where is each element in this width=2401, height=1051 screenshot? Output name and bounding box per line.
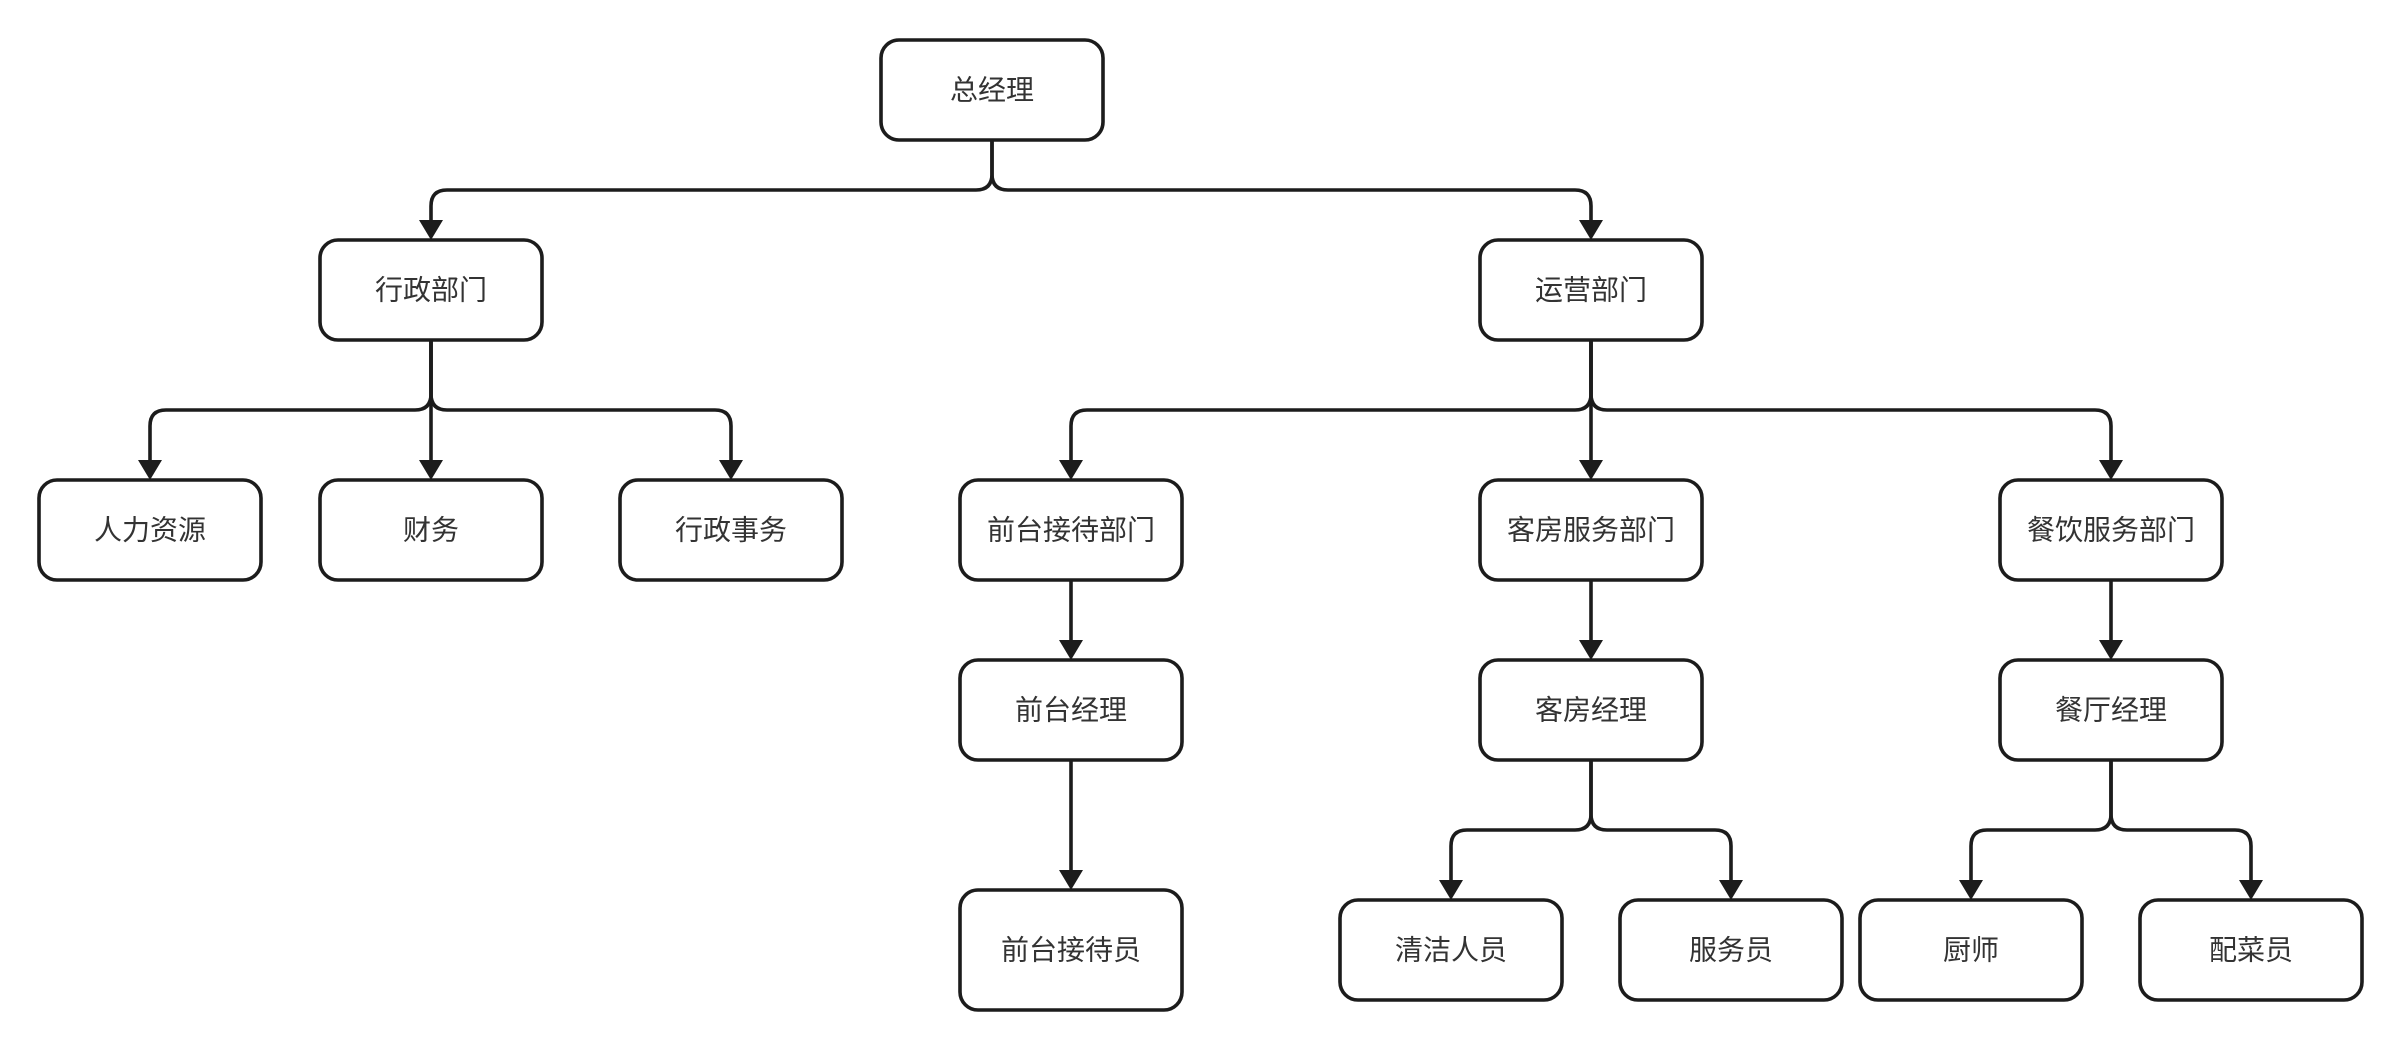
connectors [138,138,2263,900]
node-rest-manager: 餐厅经理 [1998,658,2224,762]
node-label: 服务员 [1689,934,1773,967]
node-box [318,478,544,582]
node-prep: 配菜员 [2138,898,2364,1002]
edge-fnb-to-rest-manager [2099,578,2123,660]
connector-line [1969,758,2113,882]
node-box [879,38,1105,142]
connector-line [1449,758,1593,882]
edge-ops-to-fnb [1589,338,2123,480]
arrowhead-icon [1959,880,1983,900]
node-fd-manager: 前台经理 [958,658,1184,762]
node-chef: 厨师 [1858,898,2084,1002]
edge-gm-to-admin [419,138,994,240]
arrowhead-icon [1579,460,1603,480]
connector-line [1069,338,1593,462]
edge-front-desk-to-fd-manager [1059,578,1083,660]
node-box [1478,478,1704,582]
node-fnb: 餐饮服务部门 [1998,478,2224,582]
connector-line [429,138,994,222]
node-ops: 运营部门 [1478,238,1704,342]
connector-line [148,338,433,462]
node-label: 客房服务部门 [1507,514,1675,547]
node-label: 财务 [403,514,459,547]
arrowhead-icon [719,460,743,480]
node-label: 运营部门 [1535,274,1647,307]
node-box [1998,478,2224,582]
connector-line [2109,758,2253,882]
node-gm: 总经理 [879,38,1105,142]
node-box [2138,898,2364,1002]
arrowhead-icon [1059,640,1083,660]
node-box [1478,238,1704,342]
arrowhead-icon [2099,460,2123,480]
node-label: 厨师 [1943,934,1999,967]
node-admin-affairs: 行政事务 [618,478,844,582]
node-box [1998,658,2224,762]
node-label: 餐厅经理 [2055,694,2167,727]
edge-rest-manager-to-chef [1959,758,2113,900]
node-label: 配菜员 [2209,934,2293,967]
node-box [958,658,1184,762]
node-label: 清洁人员 [1395,934,1507,967]
node-label: 前台接待员 [1001,934,1141,967]
arrowhead-icon [1059,870,1083,890]
node-box [37,478,263,582]
edge-rest-manager-to-prep [2109,758,2263,900]
arrowhead-icon [2239,880,2263,900]
arrowhead-icon [1059,460,1083,480]
node-box [1618,898,1844,1002]
node-attendant: 服务员 [1618,898,1844,1002]
edge-hk-manager-to-attendant [1589,758,1743,900]
arrowhead-icon [419,220,443,240]
node-finance: 财务 [318,478,544,582]
edge-housekeeping-to-hk-manager [1579,578,1603,660]
node-label: 人力资源 [94,514,206,547]
arrowhead-icon [1579,640,1603,660]
node-box [958,888,1184,1012]
edge-ops-to-front-desk [1059,338,1593,480]
connector-line [429,338,733,462]
node-receptionist: 前台接待员 [958,888,1184,1012]
node-label: 前台经理 [1015,694,1127,727]
arrowhead-icon [2099,640,2123,660]
node-box [958,478,1184,582]
node-hr: 人力资源 [37,478,263,582]
node-hk-manager: 客房经理 [1478,658,1704,762]
connector-line [990,138,1593,222]
node-box [1338,898,1564,1002]
arrowhead-icon [138,460,162,480]
arrowhead-icon [1439,880,1463,900]
node-label: 行政部门 [375,274,487,307]
node-label: 前台接待部门 [987,514,1155,547]
node-label: 餐饮服务部门 [2027,514,2195,547]
arrowhead-icon [1719,880,1743,900]
node-label: 总经理 [950,74,1034,107]
node-admin: 行政部门 [318,238,544,342]
arrowhead-icon [419,460,443,480]
node-label: 行政事务 [675,514,787,547]
arrowhead-icon [1579,220,1603,240]
edge-gm-to-ops [990,138,1603,240]
node-front-desk: 前台接待部门 [958,478,1184,582]
node-box [618,478,844,582]
node-box [1858,898,2084,1002]
node-box [318,238,544,342]
edge-admin-to-admin-affairs [429,338,743,480]
node-cleaner: 清洁人员 [1338,898,1564,1002]
edge-admin-to-hr [138,338,433,480]
connector-line [1589,758,1733,882]
node-label: 客房经理 [1535,694,1647,727]
connector-line [1589,338,2113,462]
edge-hk-manager-to-cleaner [1439,758,1593,900]
edge-fd-manager-to-receptionist [1059,758,1083,890]
node-housekeeping: 客房服务部门 [1478,478,1704,582]
node-box [1478,658,1704,762]
